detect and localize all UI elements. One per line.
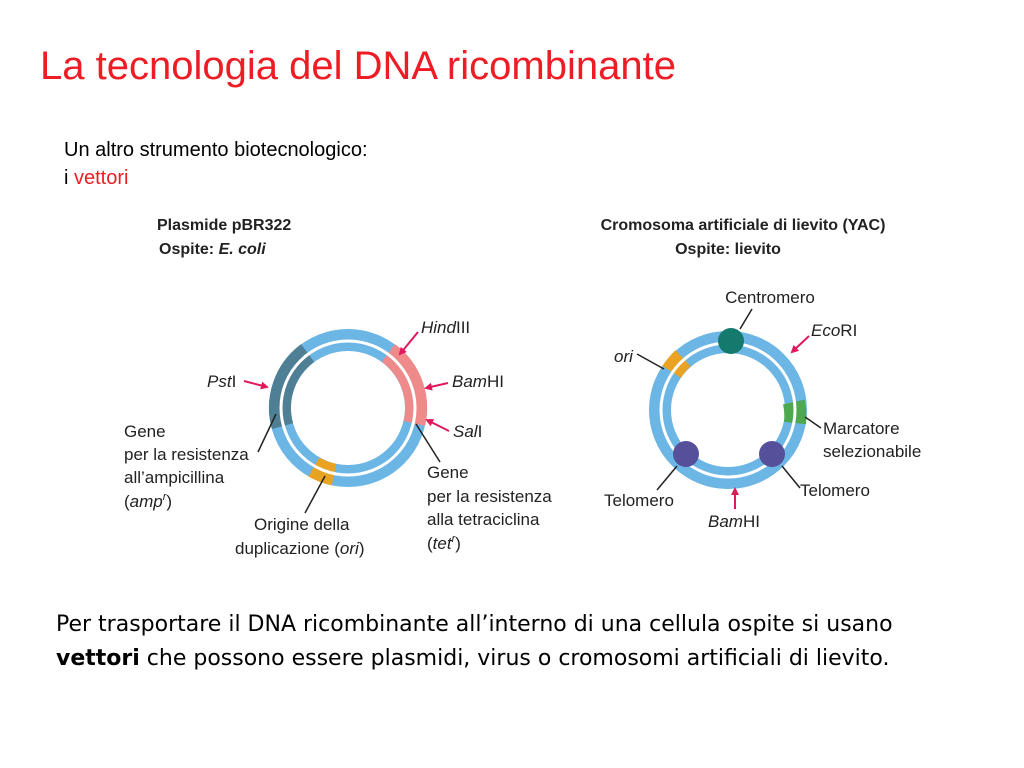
svg-text:Origine della: Origine della — [254, 515, 350, 534]
hindiii-arrow — [398, 331, 419, 356]
telomere-right-label: Telomero — [800, 481, 870, 500]
subtitle-vettori: vettori — [74, 167, 129, 189]
svg-text:(ampr): (ampr) — [124, 491, 172, 511]
centromere-label: Centromero — [725, 288, 815, 307]
hindiii-label: HindIII — [421, 318, 470, 337]
yac-diagram: Cromosoma artificiale di lievito (YAC) O… — [601, 217, 922, 531]
telomere-left-dot — [673, 441, 699, 467]
svg-text:duplicazione (ori): duplicazione (ori) — [235, 539, 364, 558]
telomere-left-label: Telomero — [604, 491, 674, 510]
marker-label-line1: Marcatore — [823, 419, 900, 438]
footer-text-2: che possono essere plasmidi, virus o cro… — [139, 646, 890, 671]
centromere-leader-line — [739, 308, 753, 330]
tet-gene-label: Gene per la resistenza alla tetraciclina… — [427, 463, 552, 553]
ori-label-plasmid: Origine della duplicazione (ori) — [235, 515, 364, 558]
subtitle-prefix: i — [64, 167, 74, 189]
vector-diagrams: Plasmide pBR322 Ospite: E. coli HindIII … — [124, 217, 922, 558]
svg-text:alla tetraciclina: alla tetraciclina — [427, 510, 540, 529]
svg-text:Gene: Gene — [124, 422, 166, 441]
marker-leader-line — [804, 416, 822, 429]
slide-subtitle: Un altro strumento biotecnologico: i vet… — [64, 136, 368, 192]
bamhi-label-yac: BamHI — [708, 512, 760, 531]
amp-gene-label: Gene per la resistenza all’ampicillina (… — [124, 422, 249, 511]
plasmid-inner-line — [279, 339, 417, 477]
yac-header-line1: Cromosoma artificiale di lievito (YAC) — [601, 217, 886, 234]
svg-text:(tetr): (tetr) — [427, 533, 461, 553]
svg-text:Gene: Gene — [427, 463, 469, 482]
svg-text:per la resistenza: per la resistenza — [427, 487, 552, 506]
slide-title: La tecnologia del DNA ricombinante — [40, 44, 676, 88]
centromere-dot — [718, 328, 744, 354]
plasmid-header-line1: Plasmide pBR322 — [157, 217, 291, 234]
footer-paragraph: Per trasportare il DNA ricombinante all’… — [56, 608, 956, 676]
psti-arrow — [243, 380, 269, 390]
sali-arrow — [425, 419, 450, 432]
tet-leader-line — [415, 423, 441, 463]
subtitle-line-1: Un altro strumento biotecnologico: — [64, 139, 368, 161]
subtitle-line-2: i vettori — [64, 164, 368, 192]
telomere-right-dot — [759, 441, 785, 467]
bamhi-label-plasmid: BamHI — [452, 372, 504, 391]
yac-ori-label: ori — [614, 347, 634, 366]
psti-label: PstI — [207, 372, 236, 391]
footer-bold-vettori: vettori — [56, 646, 140, 671]
svg-text:per la resistenza: per la resistenza — [124, 445, 249, 464]
telomere-left-leader-line — [656, 465, 678, 491]
amp-leader-line — [257, 413, 277, 453]
svg-text:all’ampicillina: all’ampicillina — [124, 468, 225, 487]
ori-leader-line-plasmid — [304, 475, 326, 514]
sali-label: SalI — [453, 422, 482, 441]
bamhi-arrow-plasmid — [424, 382, 449, 391]
yac-ori-leader-line — [636, 353, 665, 370]
footer-text-1: Per trasportare il DNA ricombinante all’… — [56, 612, 893, 637]
telomere-right-leader-line — [781, 465, 801, 489]
ecori-label: EcoRI — [811, 321, 857, 340]
yac-header-line2: Ospite: lievito — [675, 241, 781, 258]
ecori-arrow — [790, 335, 810, 354]
marker-label-line2: selezionabile — [823, 442, 921, 461]
plasmid-header-line2: Ospite: E. coli — [159, 241, 266, 258]
plasmid-diagram: Plasmide pBR322 Ospite: E. coli HindIII … — [124, 217, 552, 558]
